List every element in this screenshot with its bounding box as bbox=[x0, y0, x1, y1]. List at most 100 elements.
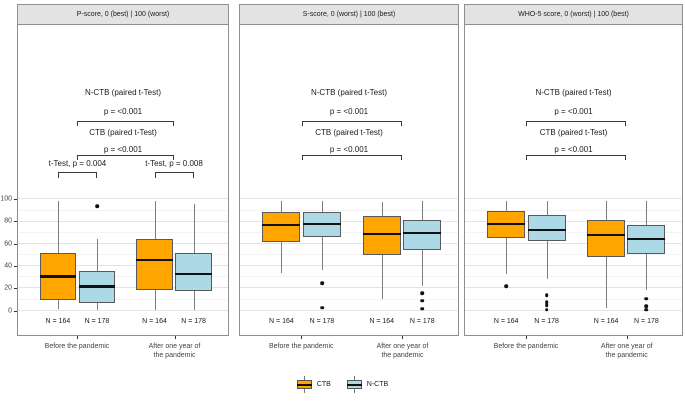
y-tick-label: 60 bbox=[4, 240, 12, 248]
gridline-major bbox=[240, 287, 458, 289]
gridline-major bbox=[18, 287, 228, 289]
legend-median-icon bbox=[346, 384, 362, 386]
gridline-major bbox=[240, 198, 458, 200]
outlier-point bbox=[644, 296, 649, 301]
n-label: N = 164 bbox=[369, 318, 395, 325]
y-tick-label: 20 bbox=[4, 284, 12, 292]
boxplot-median bbox=[587, 234, 626, 237]
significance-bracket bbox=[526, 121, 627, 126]
n-label: N = 178 bbox=[634, 318, 659, 325]
gridline-minor bbox=[240, 276, 458, 278]
n-label: N = 164 bbox=[593, 318, 619, 325]
x-tick bbox=[525, 336, 527, 339]
outlier-point bbox=[544, 307, 549, 312]
gridline-major bbox=[240, 220, 458, 222]
gridline-major bbox=[18, 309, 228, 311]
y-tick bbox=[14, 310, 17, 312]
p-value-label: p = <0.001 bbox=[329, 107, 369, 116]
significance-bracket bbox=[77, 155, 175, 160]
boxplot-box bbox=[136, 238, 173, 290]
gridline-minor bbox=[18, 298, 228, 300]
y-tick bbox=[14, 221, 17, 223]
gridline-minor bbox=[240, 231, 458, 233]
legend-item: CTB bbox=[296, 376, 331, 393]
x-tick bbox=[174, 336, 176, 339]
boxplot-box bbox=[175, 252, 212, 291]
outlier-point bbox=[420, 291, 425, 295]
gridline-major bbox=[18, 198, 228, 200]
y-tick bbox=[14, 198, 17, 200]
n-label: N = 164 bbox=[45, 318, 71, 325]
boxplot-median bbox=[136, 258, 173, 261]
n-label: N = 178 bbox=[84, 318, 110, 325]
gridline-major bbox=[240, 265, 458, 267]
test-label: N-CTB (paired t-Test) bbox=[310, 88, 387, 97]
gridline-major bbox=[465, 287, 682, 289]
test-label: CTB (paired t-Test) bbox=[539, 128, 608, 137]
x-axis-label: After one year of the pandemic bbox=[600, 343, 653, 360]
gridline-minor bbox=[465, 209, 682, 211]
outlier-point bbox=[544, 300, 549, 304]
facet-strip: P-score, 0 (best) | 100 (worst) bbox=[17, 4, 229, 25]
gridline-major bbox=[465, 242, 682, 244]
boxplot-median bbox=[302, 223, 342, 226]
facet-panel: WHO-5 score, 0 (worst) | 100 (best)N = 1… bbox=[464, 4, 683, 366]
x-tick bbox=[301, 336, 303, 339]
gridline-major bbox=[465, 220, 682, 222]
x-axis-label: After one year of the pandemic bbox=[376, 343, 429, 360]
boxplot-box bbox=[403, 219, 442, 250]
outlier-point bbox=[544, 293, 549, 298]
gridline-minor bbox=[18, 209, 228, 211]
gridline-minor bbox=[465, 276, 682, 278]
gridline-minor bbox=[240, 298, 458, 300]
pair-ttest-label: t-Test, p = 0.004 bbox=[48, 159, 107, 168]
gridline-major bbox=[465, 309, 682, 311]
y-tick bbox=[14, 288, 17, 290]
outlier-point bbox=[95, 204, 99, 208]
panel-title: S-score, 0 (worst) | 100 (best) bbox=[302, 11, 396, 18]
n-label: N = 164 bbox=[142, 318, 167, 325]
gridline-minor bbox=[18, 254, 228, 256]
p-value-label: p = <0.001 bbox=[554, 145, 593, 154]
outlier-point bbox=[644, 304, 649, 309]
n-label: N = 164 bbox=[269, 318, 294, 325]
significance-bracket bbox=[526, 155, 627, 160]
y-tick-label: 100 bbox=[0, 195, 12, 203]
boxplot-median bbox=[262, 224, 301, 227]
p-value-label: p = <0.001 bbox=[554, 107, 593, 116]
gridline-major bbox=[240, 309, 458, 311]
y-tick bbox=[14, 266, 17, 267]
gridline-minor bbox=[18, 231, 228, 233]
n-label: N = 178 bbox=[181, 318, 206, 325]
p-value-label: p = <0.001 bbox=[103, 145, 143, 154]
boxplot-box bbox=[587, 219, 626, 258]
gridline-minor bbox=[465, 254, 682, 256]
gridline-major bbox=[18, 265, 228, 267]
y-tick-label: 40 bbox=[4, 262, 12, 270]
legend-key-boxplot-icon bbox=[346, 376, 362, 393]
gridline-minor bbox=[465, 231, 682, 233]
x-axis-label: After one year of the pandemic bbox=[148, 343, 201, 360]
test-label: CTB (paired t-Test) bbox=[315, 128, 383, 137]
boxplot-box bbox=[362, 216, 401, 256]
boxplot-median bbox=[403, 231, 442, 235]
x-tick bbox=[402, 336, 404, 339]
facet-panel: P-score, 0 (best) | 100 (worst) N = 164 N … bbox=[17, 4, 229, 366]
outlier-point bbox=[504, 284, 509, 289]
facet-panel: S-score, 0 (worst) | 100 (best) N = 164 N … bbox=[239, 4, 459, 366]
legend-median-icon bbox=[296, 384, 312, 386]
outlier-point bbox=[644, 307, 649, 312]
n-label: N = 178 bbox=[309, 318, 335, 325]
panel-title: P-score, 0 (best) | 100 (worst) bbox=[76, 11, 170, 18]
boxplot-median bbox=[487, 223, 526, 226]
y-tick-label: 80 bbox=[4, 217, 12, 225]
test-label: N-CTB (paired t-Test) bbox=[84, 88, 161, 97]
legend-label: N-CTB bbox=[366, 381, 389, 388]
legend-item: N-CTB bbox=[346, 376, 389, 393]
gridline-minor bbox=[465, 298, 682, 300]
